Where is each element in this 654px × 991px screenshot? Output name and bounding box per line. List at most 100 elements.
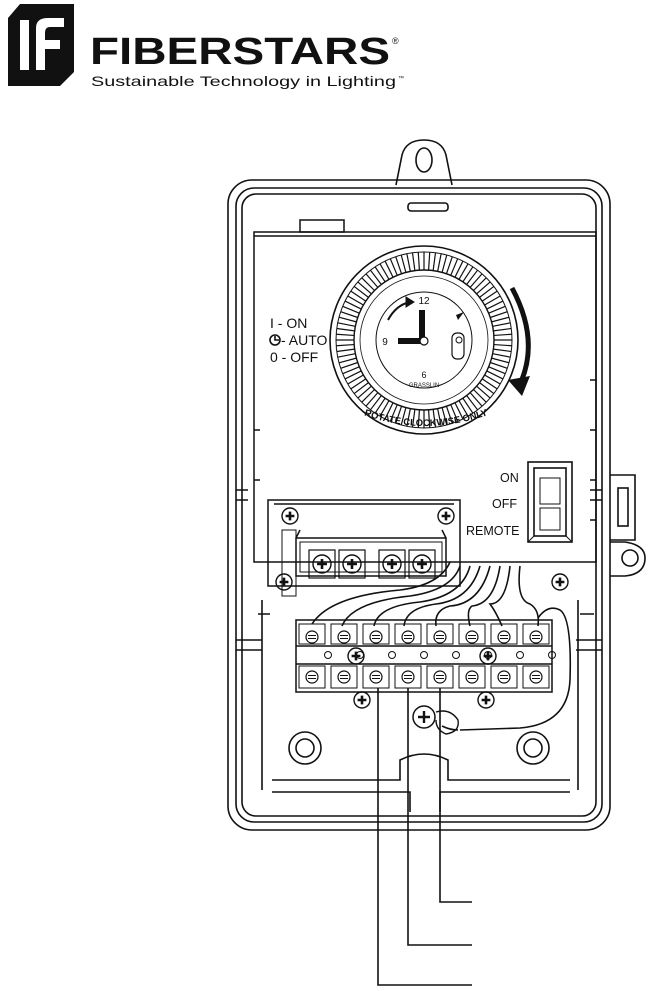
dial-12-label: 12 [418, 296, 430, 307]
mode-legend: I - ON - AUTO 0 - OFF [270, 315, 328, 365]
terminal-link-hole [453, 652, 460, 659]
dial-tooth [337, 349, 355, 351]
brand-name: FIBERSTARS [90, 31, 390, 73]
dial-tooth [401, 255, 406, 272]
terminal-clamp-screw-icon [370, 671, 382, 683]
enclosure [228, 140, 645, 830]
dial-tooth [366, 274, 378, 288]
terminal-cell [395, 624, 421, 644]
dial-tooth [470, 393, 482, 407]
dial-tooth [407, 254, 411, 272]
terminal-clamp-screw-icon [498, 671, 510, 683]
dial-tooth [339, 317, 356, 322]
dial-tooth [442, 255, 447, 272]
terminal-clamp-screw-icon [306, 631, 318, 643]
dial-tooth [467, 270, 478, 284]
terminal-cell [395, 666, 421, 688]
dial-tooth [358, 386, 372, 398]
mount-screw-icon [438, 508, 454, 524]
mount-screw-icon [348, 648, 364, 664]
dial-tooth [362, 278, 375, 291]
dial-tooth [490, 312, 507, 318]
dial-tooth [354, 383, 368, 394]
terminal-screw-icon [383, 555, 401, 573]
dial-tooth [336, 334, 354, 335]
switch-on-label: ON [500, 471, 519, 485]
brand-logo: FIBERSTARS ® Sustainable Technology in L… [8, 4, 404, 89]
dial-tooth [493, 354, 511, 358]
dial-tooth [490, 363, 507, 369]
dial-tooth [492, 358, 509, 363]
terminal-cell [459, 666, 485, 688]
terminal-link-hole [517, 652, 524, 659]
lower-terminal-strip [296, 620, 552, 692]
dial-tooth [362, 389, 375, 402]
terminal-screw-icon [413, 555, 431, 573]
timer-plate [254, 220, 596, 562]
dial-tooth [429, 252, 430, 270]
terminal-cell [491, 666, 517, 688]
enclosure-outer [228, 180, 610, 830]
terminal-link-hole [325, 652, 332, 659]
dial-tooth [337, 329, 355, 331]
dial-tooth [336, 345, 354, 346]
terminal-cell [427, 666, 453, 688]
timer-dial [330, 246, 518, 434]
lower-terminals [299, 624, 556, 688]
selector-switch [528, 462, 572, 542]
mount-screw-icon [282, 508, 298, 524]
dial-tooth [396, 257, 402, 274]
registered-mark: ® [392, 36, 399, 46]
dial-tooth [413, 253, 415, 271]
dial-tooth [338, 323, 356, 327]
terminal-link-hole [389, 652, 396, 659]
dial-tooth [494, 334, 512, 335]
dial-tooth [470, 274, 482, 288]
dial-tooth [341, 312, 358, 318]
field-wires [378, 688, 472, 985]
dial-tooth [467, 396, 478, 410]
terminal-screw-icon [343, 555, 361, 573]
clock-symbol-icon [270, 335, 280, 345]
dial-tooth [494, 345, 512, 346]
brand-tagline: Sustainable Technology in Lighting [91, 73, 396, 89]
dial-tooth [433, 253, 435, 271]
mode-auto-label: - AUTO [281, 332, 328, 348]
dial-tooth [366, 393, 378, 407]
terminal-screw-icon [313, 555, 331, 573]
dial-tooth [341, 363, 358, 369]
terminal-cell [363, 624, 389, 644]
dial-tooth [480, 383, 494, 394]
terminal-clamp-screw-icon [466, 671, 478, 683]
terminal-cell [491, 624, 517, 644]
mount-screw-icon [276, 574, 292, 590]
mode-on-label: I - ON [270, 315, 307, 331]
dial-tooth [338, 354, 356, 358]
dial-maker-label: GRASSLIN [409, 383, 439, 389]
terminal-clamp-screw-icon [434, 671, 446, 683]
terminal-clamp-screw-icon [370, 631, 382, 643]
side-latch [610, 475, 635, 540]
terminal-cell [363, 666, 389, 688]
dial-tooth [493, 329, 511, 331]
dial-tooth [473, 389, 486, 402]
terminal-cell [427, 624, 453, 644]
terminal-link-hole [421, 652, 428, 659]
dial-tooth [477, 282, 491, 294]
mode-off-label: 0 - OFF [270, 349, 318, 365]
terminal-clamp-screw-icon [306, 671, 318, 683]
dial-tooth [493, 323, 511, 327]
mount-screw-icon [354, 692, 370, 708]
terminal-clamp-screw-icon [530, 631, 542, 643]
dial-tooth [480, 286, 494, 297]
if-monogram-icon [8, 4, 74, 86]
terminal-cell [299, 624, 325, 644]
terminal-clamp-screw-icon [434, 631, 446, 643]
dial-6-label: 6 [421, 370, 426, 380]
dial-tooth [418, 252, 419, 270]
terminal-cell [331, 624, 357, 644]
switch-off-label: OFF [492, 497, 517, 511]
terminal-cell [299, 666, 325, 688]
padlock-tab [610, 542, 645, 576]
